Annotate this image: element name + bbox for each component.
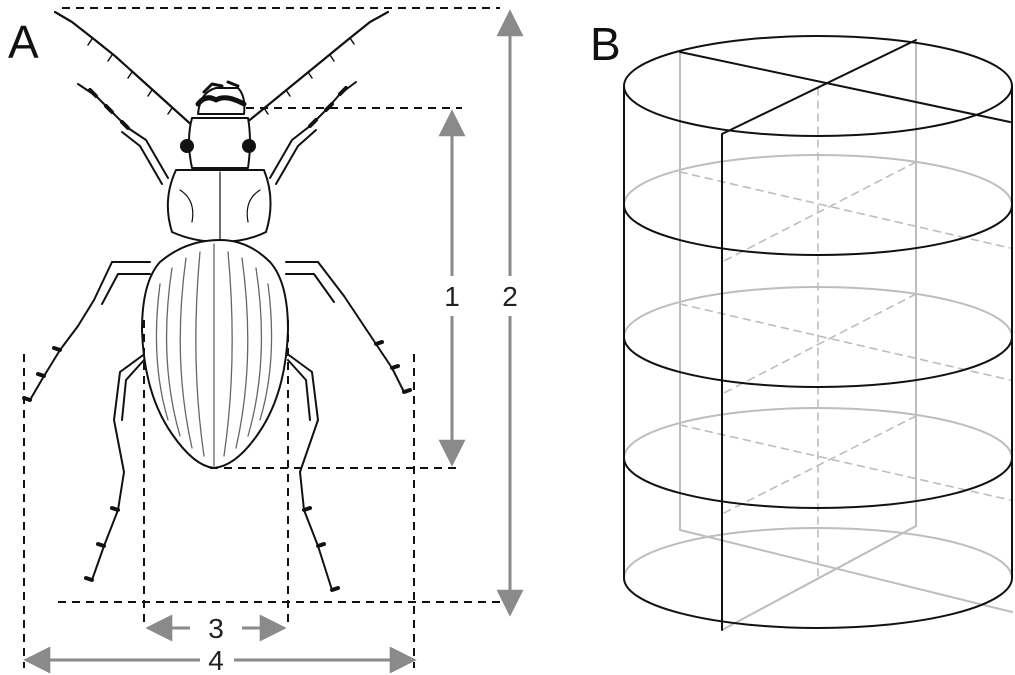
panel-a-label: A <box>8 16 39 68</box>
beetle-head <box>188 117 251 169</box>
panel-b-label: B <box>590 18 621 70</box>
beetle-elytra <box>141 239 289 469</box>
cylinder-visible-edges <box>623 35 1013 631</box>
beetle-middle-legs <box>22 261 412 402</box>
beetle-front-legs <box>77 81 357 185</box>
beetle-elytra-striae <box>155 243 273 467</box>
beetle-hind-legs <box>84 349 340 592</box>
beetle-left-eye <box>180 139 194 153</box>
beetle-illustration <box>22 10 412 592</box>
cylinder-internal-divisions <box>679 87 1011 579</box>
beetle-right-eye <box>242 139 256 153</box>
panel-a: A <box>8 7 524 675</box>
measurement-2-label: 2 <box>502 281 518 312</box>
panel-b: B <box>590 18 1013 631</box>
cylinder-diagram <box>623 35 1013 631</box>
measurement-4-label: 4 <box>208 645 224 675</box>
beetle-pronotum <box>166 169 272 243</box>
beetle-mandibles <box>195 80 247 115</box>
measurement-1-label: 1 <box>444 281 460 312</box>
measurement-3-label: 3 <box>208 613 224 644</box>
measurement-guides <box>23 7 500 668</box>
